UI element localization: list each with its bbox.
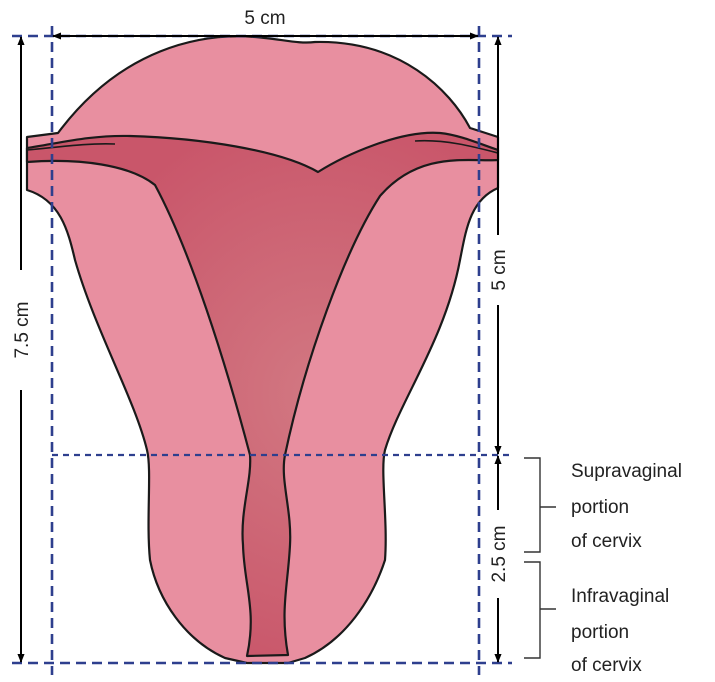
supravaginal-line-1: Supravaginal: [571, 461, 682, 482]
infravaginal-bracket: [524, 561, 556, 659]
cervix-length-label: 2.5 cm: [489, 525, 510, 582]
portion-brackets: [524, 457, 556, 659]
infravaginal-annotation: Infravaginal portion of cervix: [571, 586, 669, 676]
right-tube-wall: [414, 139, 499, 154]
supravaginal-line-3: of cervix: [571, 531, 642, 552]
total-length-label: 7.5 cm: [12, 301, 33, 358]
infravaginal-line-2: portion: [571, 622, 629, 643]
measurement-arrows: [17, 32, 502, 663]
infravaginal-line-1: Infravaginal: [571, 586, 669, 607]
supravaginal-line-2: portion: [571, 497, 629, 518]
supravaginal-annotation: Supravaginal portion of cervix: [571, 461, 682, 552]
infravaginal-line-3: of cervix: [571, 655, 642, 676]
top-width-label: 5 cm: [244, 8, 285, 29]
left-tube-wall: [26, 143, 116, 151]
body-length-label: 5 cm: [489, 249, 510, 290]
supravaginal-bracket: [524, 457, 556, 553]
